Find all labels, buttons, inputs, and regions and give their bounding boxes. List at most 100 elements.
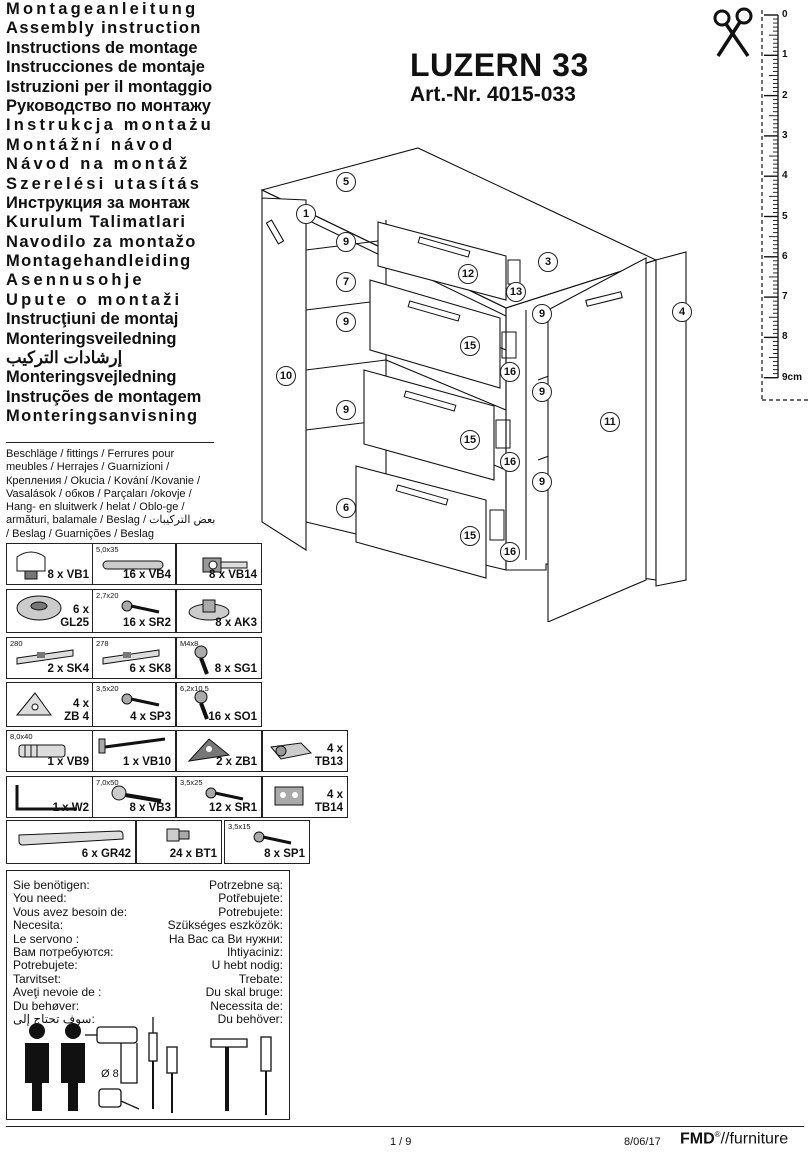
drill-icon <box>85 1026 138 1084</box>
clip-icon <box>187 738 231 762</box>
tools-needed-line: Sie benötigen: <box>13 878 90 892</box>
part-callout: 9 <box>532 472 552 492</box>
print-date: 8/06/17 <box>624 1136 661 1148</box>
product-header: LUZERN 33 Art.-Nr. 4015-033 <box>410 48 589 108</box>
hardware-count: 12 x SR1 <box>209 802 257 814</box>
tools-needed-line: Vous avez besoin de: <box>13 904 128 919</box>
part-callout: 9 <box>532 382 552 402</box>
hardware-count: 6 x GL25 <box>60 604 89 629</box>
hardware-count: 8 x AK3 <box>215 617 257 629</box>
product-name: LUZERN 33 <box>410 47 589 83</box>
cabinet-drawing <box>260 147 687 622</box>
part-callout: 15 <box>460 526 480 546</box>
title-line: Asennusohje <box>6 271 145 290</box>
tools-needed-left: Sie benötigen:You need:Vous avez besoin … <box>13 878 128 1026</box>
hardware-item: 8 x VB14 <box>176 543 262 585</box>
title-line: Instrukcja montażu <box>6 116 214 135</box>
screw-icon <box>121 693 160 707</box>
ruler-mark: 0 <box>782 9 788 20</box>
hardware-count: 6 x SK8 <box>129 663 171 675</box>
tools-needed-line: Potrebujete: <box>218 904 283 919</box>
title-line: Navodilo za montažo <box>6 232 197 251</box>
tools-needed-line: На Вас са Ви нужни: <box>168 931 283 946</box>
ruler-mark: 3 <box>782 129 788 141</box>
ruler-mark: 8 <box>782 331 788 343</box>
part-callout: 16 <box>500 452 520 472</box>
hardware-count: 1 x W2 <box>52 802 89 814</box>
title-line: Montageanleitung <box>6 0 199 18</box>
article-number: Art.-Nr. 4015-033 <box>410 83 576 106</box>
hinge-icon <box>270 742 313 760</box>
measuring-ruler <box>713 7 808 401</box>
tools-needed-line: Le servono : <box>13 931 80 946</box>
hardware-dimension: 5,0x35 <box>96 545 119 554</box>
part-callout: 7 <box>336 272 356 292</box>
hardware-dimension: 7,0x50 <box>96 778 119 787</box>
title-line: Montagehandleiding <box>6 252 192 271</box>
hardware-dimension: 8,0x40 <box>10 732 33 741</box>
hardware-count: 4 x ZB 4 <box>64 698 89 723</box>
tools-needed-line: Trebate: <box>238 971 283 986</box>
bolt-icon <box>194 645 209 675</box>
part-callout: 9 <box>336 400 356 420</box>
part-callout: 16 <box>500 362 520 382</box>
hardware-item: 3,5x25 12 x SR1 <box>176 776 262 818</box>
hardware-count: 16 x SR2 <box>123 617 171 629</box>
title-line: Szerelési utasítás <box>6 174 203 193</box>
tools-needed-line: Necessita de: <box>210 998 283 1013</box>
bigscrew-icon <box>111 785 162 803</box>
hammer-icon <box>210 1038 248 1111</box>
hardware-dimension: 3,5x25 <box>180 778 203 787</box>
tools-needed-line: Ihtiyaciniz: <box>226 945 283 960</box>
tools-illustration: Ø 8 <box>25 1017 272 1115</box>
tools-needed-line: Szükséges eszközök: <box>167 918 283 933</box>
footer-divider <box>6 1126 804 1127</box>
hardware-count: 8 x VB14 <box>209 569 257 581</box>
hardware-item: M4x8 8 x SG1 <box>176 637 262 679</box>
title-line: Instructions de montage <box>6 38 198 57</box>
hexkey-icon <box>15 785 77 811</box>
title-line: Monteringsveiledning <box>6 329 177 348</box>
pin-icon <box>166 828 190 842</box>
hardware-dimension: M4x8 <box>180 639 199 648</box>
tools-needed-line: Вам потребуются: <box>13 945 114 960</box>
title-line: Montážní návod <box>6 135 176 154</box>
hardware-count: 1 x VB10 <box>123 756 171 768</box>
hardware-count: 2 x SK4 <box>47 663 89 675</box>
scissors-icon <box>713 7 753 57</box>
hardware-count: 2 x ZB1 <box>216 756 257 768</box>
hardware-item: 24 x BT1 <box>136 820 222 864</box>
hardware-count: 8 x VB3 <box>129 802 171 814</box>
ruler-mark: 7 <box>782 291 788 303</box>
tools-needed-line: Potrzebne są: <box>208 878 283 892</box>
hardware-count: 8 x SP1 <box>264 848 305 860</box>
screw-icon <box>253 831 292 845</box>
hardware-dimension: 3,5x15 <box>228 822 251 831</box>
title-line: Instrucţiuni de montaj <box>6 310 179 329</box>
part-callout: 11 <box>600 412 620 432</box>
part-callout: 12 <box>458 264 478 284</box>
brand-logo: FMD®//furniture <box>680 1130 789 1148</box>
ruler-mark: 6 <box>782 250 788 262</box>
tools-needed-line: Potřebujete: <box>218 891 283 906</box>
two-persons-icon <box>25 1023 85 1111</box>
title-line: إرشادات التركيب <box>6 349 123 368</box>
hardware-count: 16 x SO1 <box>208 711 257 723</box>
title-divider <box>6 442 214 443</box>
hardware-count: 8 x SG1 <box>214 663 257 675</box>
ruler-mark: 4 <box>782 170 788 182</box>
cap-icon <box>188 599 230 621</box>
tools-needed-line: Du behøver: <box>13 998 80 1013</box>
ruler-mark: 5 <box>782 210 788 222</box>
hardware-count: 4 x SP3 <box>130 711 171 723</box>
title-line: Instrucciones de montaje <box>6 58 205 77</box>
part-callout: 3 <box>538 252 558 272</box>
ruler-mark: 2 <box>782 89 788 101</box>
title-line: Monteringsanvisning <box>6 407 199 426</box>
screwdriver-cross-icon <box>166 1046 178 1113</box>
part-callout: 15 <box>460 336 480 356</box>
longscrew-icon <box>98 737 166 754</box>
part-callout: 9 <box>532 304 552 324</box>
part-callout: 1 <box>296 204 316 224</box>
